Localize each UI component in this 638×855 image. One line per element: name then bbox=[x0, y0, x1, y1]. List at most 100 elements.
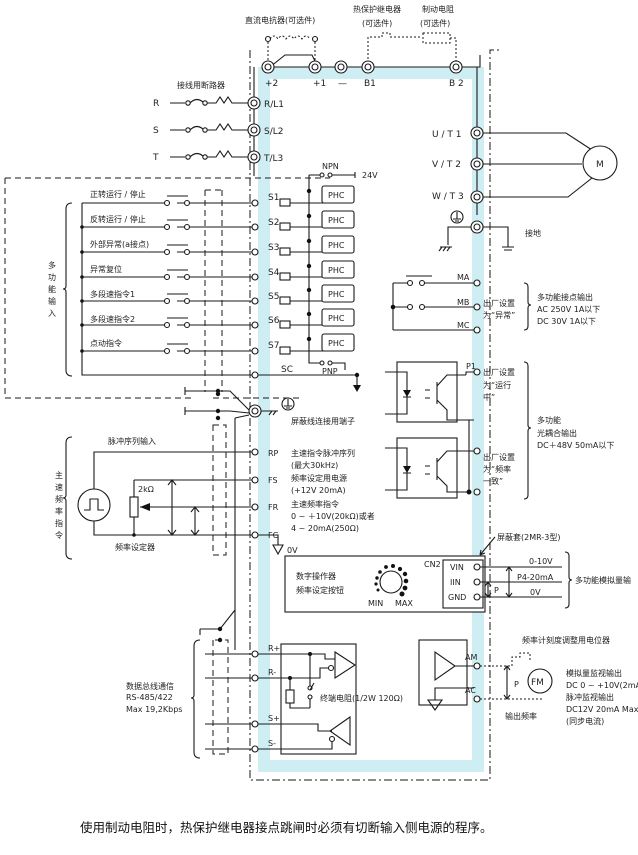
terminal-label-b1: B1 bbox=[364, 79, 376, 89]
footer-note: 使用制动电阻时，热保护继电器接点跳闸时必须有切断输入侧电源的程序。 bbox=[80, 820, 493, 835]
signal-0v: 0V bbox=[530, 588, 541, 597]
terminal-mb: MB bbox=[457, 298, 469, 307]
brake-resistor-opt: (可选件) bbox=[420, 18, 450, 28]
input-label-s7: 点动指令 bbox=[90, 338, 122, 348]
terminal-sc: SC bbox=[281, 365, 293, 375]
p2-setting-3: 一致” bbox=[483, 476, 503, 486]
phc-6: PHC bbox=[328, 314, 345, 323]
photocoupler-group: P1 出厂设置 为“运行 中” 出厂设置 为“频率 一致” 多功能 光耦合输出 … bbox=[385, 361, 614, 500]
speed-vlabel-1: 速 bbox=[55, 483, 63, 492]
comm-standard: RS-485/422 bbox=[126, 693, 173, 702]
terminal-fs: FS bbox=[268, 476, 278, 485]
monitor-desc-5: (同步电流) bbox=[566, 716, 604, 726]
photocoupler-title-2: 光耦合输出 bbox=[537, 428, 577, 438]
terminal-label-ut1: U / T 1 bbox=[432, 130, 461, 140]
phase-t: T bbox=[152, 153, 159, 163]
pot-value: 2kΩ bbox=[138, 485, 154, 494]
knob-max: MAX bbox=[395, 599, 413, 608]
terminal-label-wt3: W / T 3 bbox=[432, 192, 464, 202]
terminal-label-rl1: R/L1 bbox=[264, 100, 284, 110]
monitor-desc-1: 模拟量监视输出 bbox=[566, 668, 622, 678]
rp-desc-1: 主速指令脉冲序列 bbox=[291, 448, 355, 458]
terminal-p1: P1 bbox=[466, 362, 476, 371]
phc-3: PHC bbox=[328, 241, 345, 250]
photocoupler-rating: DC＋48V 50mA以下 bbox=[537, 441, 614, 450]
shield-terminal-group: 屏蔽线连接用端子 bbox=[184, 387, 355, 650]
terminal-s5: S5 bbox=[268, 292, 279, 302]
thermal-relay-label: 热保护继电器 bbox=[353, 4, 401, 14]
p-mark-monitor: P bbox=[514, 680, 519, 689]
knob-min: MIN bbox=[368, 599, 383, 608]
supply-24v-label: 24V bbox=[362, 171, 378, 180]
terminal-vin: VIN bbox=[450, 563, 464, 572]
frequency-knob[interactable] bbox=[379, 570, 403, 594]
p1-setting-2: 为“运行 bbox=[483, 380, 511, 390]
inverter-outline bbox=[249, 49, 500, 781]
motor-symbol bbox=[582, 145, 618, 181]
rp-desc-2: (最大30kHz) bbox=[291, 460, 338, 470]
p-mark-analog: P bbox=[494, 586, 499, 595]
shield-label: 屏蔽线连接用端子 bbox=[291, 416, 355, 426]
terminal-gnd: GND bbox=[448, 593, 466, 602]
terminal-iin: IIN bbox=[450, 578, 461, 587]
p1-setting-1: 出厂设置 bbox=[483, 367, 515, 377]
input-label-s5: 多段速指令1 bbox=[90, 289, 135, 299]
analog-monitor-group: AM AC 频率计刻度调整用电位器 P FM 输出频率 模拟量监视输出 DC 0… bbox=[418, 635, 638, 726]
shield-ground-icon bbox=[281, 397, 295, 411]
input-label-s1: 正转运行 / 停止 bbox=[90, 189, 146, 199]
phc-2: PHC bbox=[328, 216, 345, 225]
pnp-label: PNP bbox=[322, 367, 338, 376]
digital-operator-group: 数字操作器 频率设定按钮 MIN MAX CN2 VIN IIN GND P 0… bbox=[284, 532, 631, 613]
phase-s: S bbox=[153, 126, 159, 136]
terminal-am: AM bbox=[465, 653, 477, 662]
monitor-desc-4: DC12V 20mA Max bbox=[566, 705, 638, 714]
terminal-ma: MA bbox=[457, 273, 470, 282]
p1-setting-3: 中” bbox=[483, 392, 495, 402]
multi-input-vlabel-3: 输 bbox=[48, 296, 56, 306]
fr-desc-2: 0 ~ ＋10V(20kΩ)或者 bbox=[291, 511, 375, 521]
relay-rating-dc: DC 30V 1A以下 bbox=[537, 317, 596, 326]
terminal-r-minus: R- bbox=[268, 668, 276, 677]
p2-setting-1: 出厂设置 bbox=[483, 452, 515, 462]
terminal-s3: S3 bbox=[268, 243, 279, 253]
brake-resistor-label: 制动电阻 bbox=[422, 4, 454, 14]
speed-vlabel-2: 频 bbox=[55, 494, 63, 504]
input-label-s2: 反转运行 / 停止 bbox=[90, 214, 146, 224]
terminal-s4: S4 bbox=[268, 268, 280, 278]
breaker-label: 接线用断路器 bbox=[177, 80, 225, 90]
input-label-s4: 异常复位 bbox=[90, 264, 122, 274]
p2-setting-2: 为“频率 bbox=[483, 464, 511, 474]
thermal-relay-group: 热保护继电器 (可选件) bbox=[353, 4, 420, 67]
speed-vlabel-3: 率 bbox=[55, 506, 63, 516]
pulse-input-label: 脉冲序列输入 bbox=[108, 436, 156, 446]
terminal-label-plus2: +2 bbox=[265, 79, 278, 89]
phc-5: PHC bbox=[328, 290, 345, 299]
meter-label: FM bbox=[531, 678, 544, 688]
dc-reactor-label: 直流电抗器(可选件) bbox=[245, 15, 315, 25]
pulse-generator-symbol bbox=[77, 488, 111, 522]
control-boundary bbox=[4, 177, 330, 399]
multi-input-vlabel-0: 多 bbox=[48, 260, 56, 270]
terminal-s2: S2 bbox=[268, 218, 279, 228]
motor-label: M bbox=[596, 160, 604, 170]
speed-vlabel-5: 令 bbox=[55, 530, 63, 540]
input-label-s3: 外部异常(a接点) bbox=[90, 239, 149, 249]
phase-r: R bbox=[153, 99, 159, 109]
terminal-mc: MC bbox=[457, 321, 470, 330]
input-label-s6: 多段速指令2 bbox=[90, 314, 135, 324]
comm-speed: Max 19,2Kbps bbox=[126, 705, 182, 714]
ground-label: 接地 bbox=[525, 228, 541, 238]
frequency-meter bbox=[527, 668, 553, 694]
signal-4-20ma: P4-20mA bbox=[517, 573, 554, 582]
ground-icon bbox=[450, 210, 464, 224]
analog-input-title: 多功能模拟量输 bbox=[575, 575, 631, 585]
relay-rating-ac: AC 250V 1A以下 bbox=[537, 305, 600, 314]
power-input-group: 接线用断路器 R S T R/L1 S/L2 T/L3 bbox=[152, 67, 284, 176]
operator-line-1: 数字操作器 bbox=[296, 571, 336, 581]
monitor-desc-2: DC 0 ~ +10V(2mA) bbox=[566, 681, 638, 690]
thermal-relay-opt: (可选件) bbox=[362, 18, 392, 28]
shield-sleeve-label: 屏蔽套(2MR-3型) bbox=[497, 532, 560, 542]
terminal-label-vt2: V / T 2 bbox=[432, 160, 461, 170]
dc-bus-terminals: +2 +1 — B1 B 2 bbox=[261, 55, 481, 89]
